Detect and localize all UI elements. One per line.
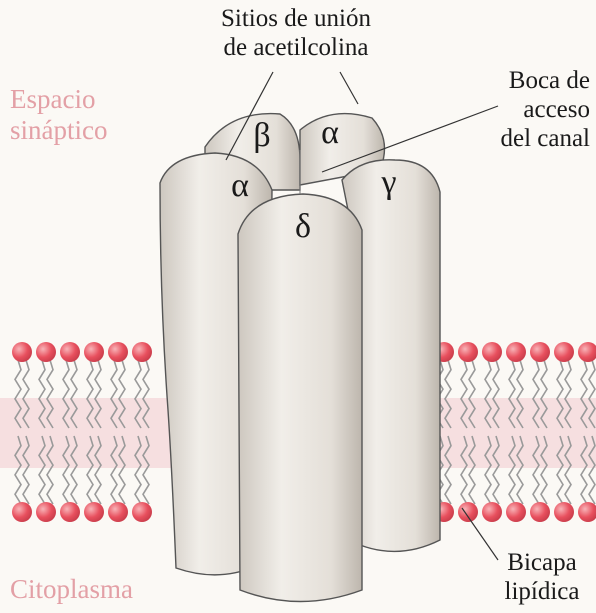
subunit-delta-label: δ: [295, 208, 311, 245]
channel-mouth-line-3: del canal: [444, 124, 590, 153]
synaptic-space-label: Espacio sináptico: [10, 84, 107, 146]
lipid-head: [108, 342, 128, 362]
lipid-head: [482, 342, 502, 362]
lipid-head: [132, 502, 152, 522]
lipid-head: [84, 342, 104, 362]
lipid-head: [108, 502, 128, 522]
lipid-head: [458, 342, 478, 362]
lipid-head: [132, 342, 152, 362]
binding-sites-label: Sitios de unión de acetilcolina: [196, 4, 396, 62]
lipid-head: [36, 342, 56, 362]
binding-sites-line-1: Sitios de unión: [196, 4, 396, 33]
lipid-head: [578, 502, 596, 522]
lipid-head: [554, 342, 574, 362]
lipid-head: [578, 342, 596, 362]
lipid-head: [506, 502, 526, 522]
cytoplasm-label: Citoplasma: [10, 574, 133, 605]
channel-mouth-line-2: acceso: [444, 95, 590, 124]
lipid-head: [554, 502, 574, 522]
subunit-gamma-label: γ: [380, 164, 396, 201]
channel-mouth-label: Boca de acceso del canal: [444, 66, 590, 153]
lipid-head: [530, 502, 550, 522]
subunit-delta-shape: [238, 194, 362, 602]
lipid-head: [60, 502, 80, 522]
binding-sites-line-2: de acetilcolina: [196, 33, 396, 62]
lipid-head: [12, 502, 32, 522]
lipid-bilayer-label: Bicapa lipídica: [494, 548, 590, 606]
lipid-bilayer-line-2: lipídica: [494, 577, 590, 606]
synaptic-space-line-2: sináptico: [10, 115, 107, 146]
lipid-head: [36, 502, 56, 522]
lipid-bilayer-line-1: Bicapa: [494, 548, 590, 577]
subunit-alpha-back-label: α: [321, 114, 339, 151]
lipid-head: [12, 342, 32, 362]
lipid-head: [530, 342, 550, 362]
synaptic-space-line-1: Espacio: [10, 84, 107, 115]
receptor-protein: [160, 114, 440, 602]
lipid-head: [84, 502, 104, 522]
lipid-head: [60, 342, 80, 362]
channel-mouth-line-1: Boca de: [444, 66, 590, 95]
lipid-head: [506, 342, 526, 362]
lipid-head: [482, 502, 502, 522]
subunit-beta-label: β: [253, 117, 270, 154]
lipid-head: [458, 502, 478, 522]
subunit-alpha-left-label: α: [231, 167, 249, 204]
